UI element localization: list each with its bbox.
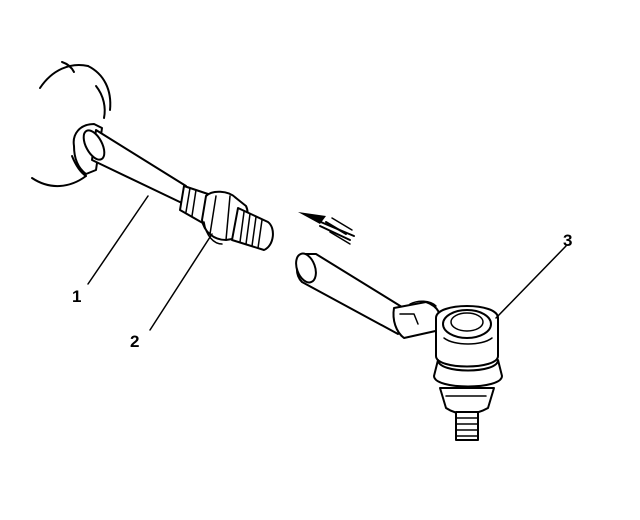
direction-arrow: [298, 212, 355, 245]
callout-3: 3: [563, 231, 572, 250]
threaded-stud: [231, 207, 274, 251]
callout-1: 1: [72, 287, 81, 306]
outer-tie-rod-end: [295, 252, 503, 441]
callout-2: 2: [130, 332, 139, 351]
steering-gear-housing: [31, 61, 112, 187]
leader-line-3: [495, 245, 567, 319]
leader-line-1: [87, 195, 149, 285]
inner-tie-rod: [82, 129, 187, 205]
leader-lines: [87, 195, 567, 331]
leader-line-2: [149, 233, 213, 331]
